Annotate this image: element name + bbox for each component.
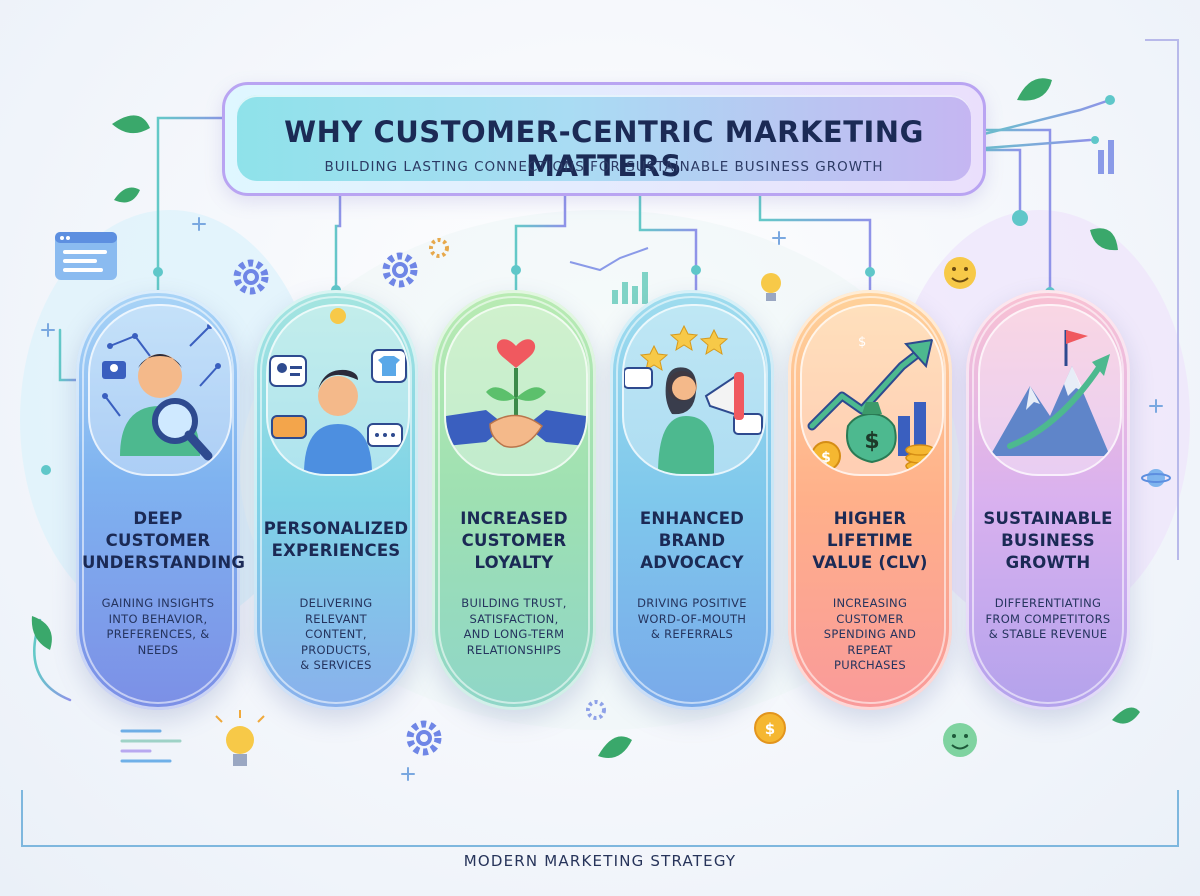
magnifier-person-icon — [88, 304, 232, 476]
mountain-flag-icon — [978, 304, 1122, 476]
card-ring — [438, 296, 590, 704]
lightbulb-icon — [215, 273, 781, 766]
card-ring — [972, 296, 1124, 704]
svg-text:$: $ — [864, 429, 879, 454]
card-ring — [82, 296, 234, 704]
card-ring — [260, 296, 412, 704]
page-subtitle: BUILDING LASTING CONNECTIONS FOR SUSTAIN… — [324, 159, 884, 175]
svg-text:$: $ — [821, 450, 831, 466]
personalized-person-icon — [266, 304, 410, 476]
header-banner: WHY CUSTOMER-CENTRIC MARKETING MATTERS B… — [222, 82, 986, 196]
coin-icon — [754, 712, 786, 744]
money-growth-icon: $ $ $ — [800, 304, 944, 476]
card-ring — [616, 296, 768, 704]
handshake-heart-icon — [444, 304, 588, 476]
header-inner: WHY CUSTOMER-CENTRIC MARKETING MATTERS B… — [237, 95, 971, 183]
megaphone-stars-icon — [622, 304, 766, 476]
smiley-icon — [943, 257, 977, 757]
card-ring — [794, 296, 946, 704]
bar-chart-icon — [612, 140, 1114, 304]
page-title: WHY CUSTOMER-CENTRIC MARKETING MATTERS — [284, 115, 924, 183]
gear-icon — [233, 252, 442, 756]
card-description: BUILDING TRUST,SATISFACTION,AND LONG-TER… — [461, 596, 567, 657]
svg-text:$: $ — [858, 335, 866, 350]
svg-text:$: $ — [765, 720, 775, 738]
footer-label: MODERN MARKETING STRATEGY — [463, 852, 737, 870]
chat-window-icon — [55, 232, 117, 280]
